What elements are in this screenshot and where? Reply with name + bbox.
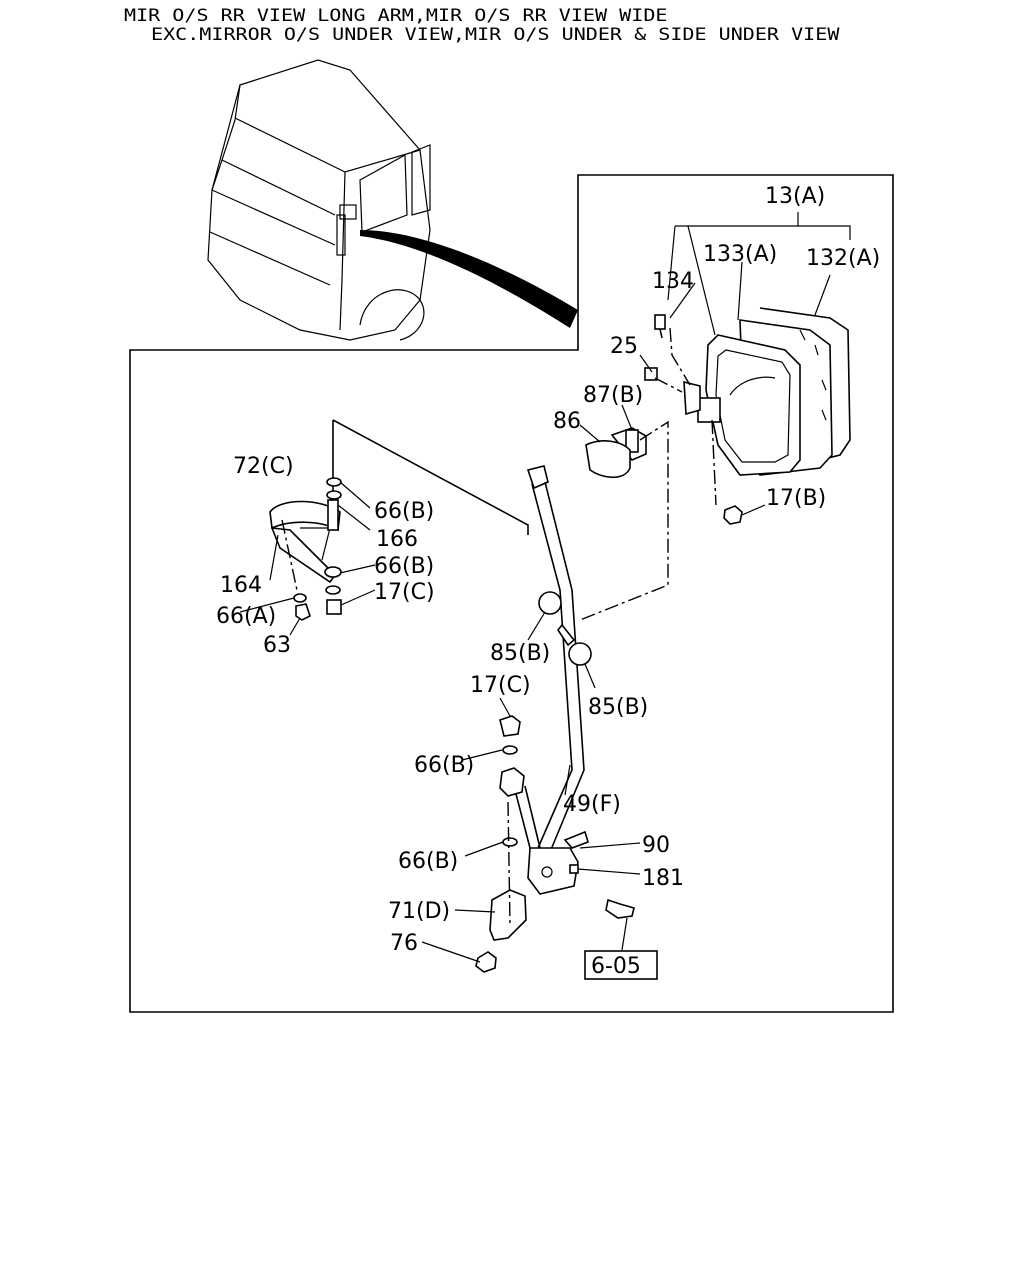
diagram-header: MIR O/S RR VIEW LONG ARM,MIR O/S RR VIEW…	[0, 0, 1024, 50]
label-86: 86	[553, 409, 581, 434]
label-66b-4: 66(B)	[398, 849, 458, 874]
bracket-assembly	[269, 419, 529, 621]
label-166: 166	[376, 527, 418, 552]
label-87b: 87(B)	[583, 383, 643, 408]
label-71d: 71(D)	[388, 899, 450, 924]
detail-frame	[129, 174, 894, 1013]
label-76: 76	[390, 931, 418, 956]
label-13a: 13(A)	[765, 184, 825, 209]
label-66a: 66(A)	[216, 604, 276, 629]
label-133a: 133(A)	[703, 242, 777, 267]
label-90: 90	[642, 833, 670, 858]
label-17b: 17(B)	[766, 486, 826, 511]
label-66b-3: 66(B)	[414, 753, 474, 778]
header-line-1: MIR O/S RR VIEW LONG ARM,MIR O/S RR VIEW…	[124, 6, 668, 26]
mirror-assembly	[579, 212, 851, 621]
label-17c-2: 17(C)	[470, 673, 531, 698]
label-49f: 49(F)	[563, 792, 621, 817]
ref-label-6-05[interactable]: 6-05	[591, 954, 641, 979]
label-63: 63	[263, 633, 291, 658]
mirror-arm	[475, 465, 635, 973]
label-85b-1: 85(B)	[490, 641, 550, 666]
label-132a: 132(A)	[806, 246, 880, 271]
label-134: 134	[652, 269, 694, 294]
label-25: 25	[610, 334, 638, 359]
header-line-2: EXC.MIRROR O/S UNDER VIEW,MIR O/S UNDER …	[151, 25, 840, 45]
part-labels: 13(A) 133(A) 132(A) 134 25 87(B) 86 17(B…	[216, 184, 880, 980]
label-17c-1: 17(C)	[374, 580, 435, 605]
label-66b-1: 66(B)	[374, 499, 434, 524]
label-181: 181	[642, 866, 684, 891]
ref-box-6-05	[584, 950, 658, 980]
label-66b-2: 66(B)	[374, 554, 434, 579]
label-72c: 72(C)	[233, 454, 294, 479]
leader-lines	[239, 282, 766, 963]
label-85b-2: 85(B)	[588, 695, 648, 720]
truck-cab-overview	[207, 59, 578, 341]
label-164: 164	[220, 573, 262, 598]
